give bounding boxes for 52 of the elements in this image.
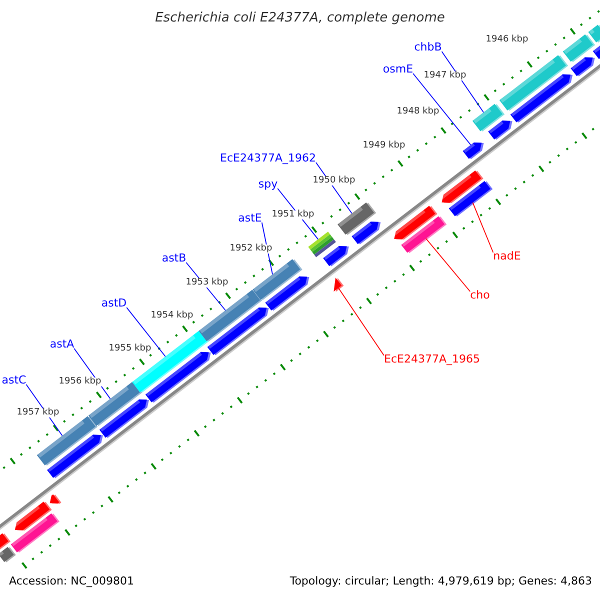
gene-block xyxy=(47,434,103,478)
gene-label: astE xyxy=(238,212,262,224)
scale-label: 1956 kbp xyxy=(58,378,102,386)
gene-block xyxy=(265,276,310,311)
scale-label: 1949 kbp xyxy=(362,142,406,150)
gene-bar xyxy=(308,232,336,258)
scale-label: 1947 kbp xyxy=(422,72,468,80)
gene-label: cho xyxy=(470,290,490,300)
gene-label: EcE24377A_1965 xyxy=(384,354,480,364)
leader-line xyxy=(472,202,494,253)
leader-line xyxy=(338,288,384,356)
scale-label: 1955 kbp xyxy=(108,344,152,354)
scale-label: 1951 kbp xyxy=(270,210,316,220)
gene-label: EcE24377A_1962 xyxy=(220,152,316,164)
scale-label: 1957 kbp xyxy=(16,408,60,418)
gene-block xyxy=(12,502,52,531)
gene-block xyxy=(145,352,211,403)
gene-block xyxy=(439,170,484,204)
scale-label: 1953 kbp xyxy=(184,278,230,288)
gene-label: osmE xyxy=(382,64,414,74)
gene-block xyxy=(462,142,484,160)
gene-label: spy xyxy=(258,178,278,190)
gene-block xyxy=(392,206,438,240)
gene-block xyxy=(488,120,512,140)
gene-label: nadE xyxy=(493,250,521,262)
gene-block xyxy=(207,307,269,356)
gene-block xyxy=(50,494,62,504)
gene-label: astB xyxy=(162,252,186,264)
gene-label: astD xyxy=(101,298,127,308)
gene-bar xyxy=(0,546,16,562)
gene-block xyxy=(99,399,149,438)
gene-block xyxy=(510,74,573,123)
leader-line xyxy=(412,73,472,146)
gene-marker xyxy=(334,278,344,292)
scale-label: 1954 kbp xyxy=(150,312,194,320)
scale-label: 1952 kbp xyxy=(228,244,274,254)
gene-label: astC xyxy=(2,374,26,386)
gene-label: chbB xyxy=(414,42,442,52)
gene-block xyxy=(592,45,600,60)
scale-label: 1950 kbp xyxy=(312,176,356,186)
leader-line xyxy=(425,238,471,292)
accession-label: Accession: NC_009801 xyxy=(9,576,134,586)
scale-label: 1948 kbp xyxy=(396,108,440,116)
gene-block xyxy=(323,246,349,266)
title: Escherichia coli E24377A, complete genome xyxy=(155,12,445,24)
gene-block xyxy=(352,222,381,244)
gene-block xyxy=(570,57,595,76)
gene-bar xyxy=(588,24,600,43)
genome-info: Topology: circular; Length: 4,979,619 bp; Genes: 4,863 xyxy=(290,576,592,586)
gene-label: astA xyxy=(50,338,74,350)
scale-label: 1946 kbp xyxy=(484,36,530,44)
gene-bar xyxy=(562,34,596,62)
